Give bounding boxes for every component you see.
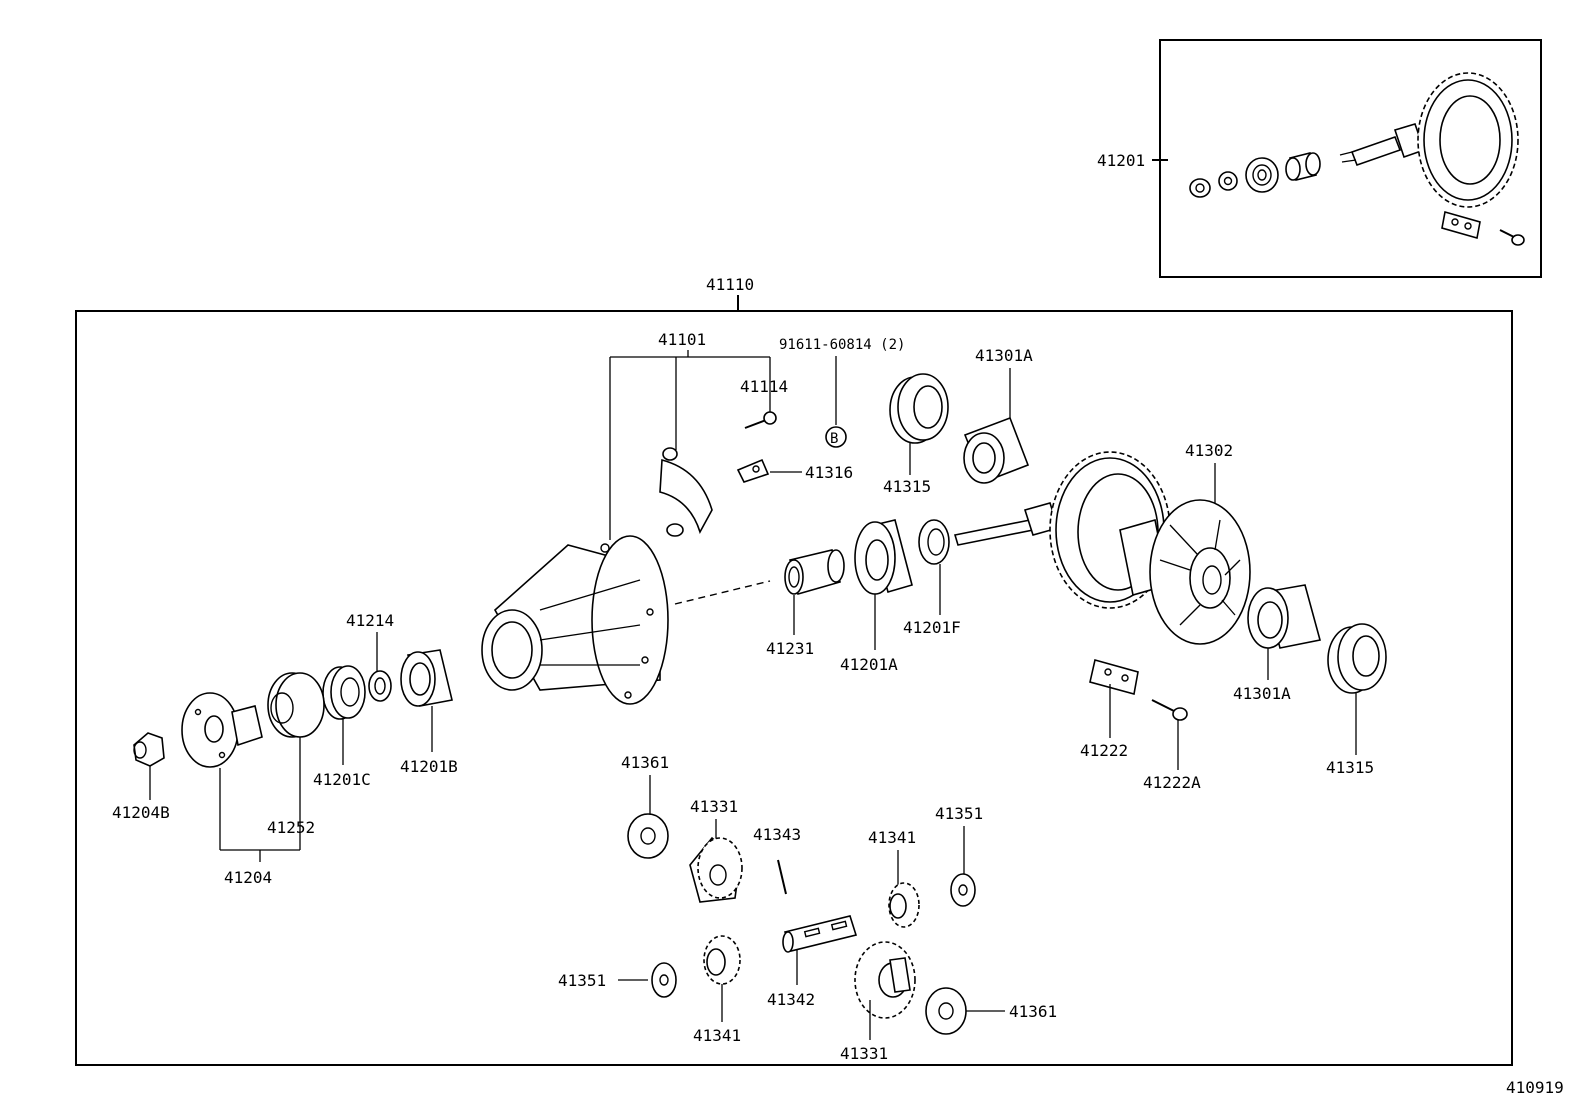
label-41361-top: 41361 bbox=[621, 753, 669, 772]
part-41214-washer[interactable] bbox=[368, 670, 392, 702]
label-41315-top: 41315 bbox=[883, 477, 931, 496]
part-41331-side-gear-top[interactable] bbox=[689, 836, 743, 903]
label-41201B: 41201B bbox=[400, 757, 458, 776]
label-41231: 41231 bbox=[766, 639, 814, 658]
part-41252-dust-deflector[interactable] bbox=[267, 672, 325, 738]
part-41342-pinion-shaft[interactable] bbox=[782, 915, 858, 953]
inset-collar[interactable] bbox=[1285, 152, 1321, 181]
label-91611-60814: 91611-60814 (2) bbox=[779, 337, 905, 353]
diagram-reference-number: 410919 bbox=[1506, 1078, 1564, 1097]
inset-ring-gear[interactable] bbox=[1417, 72, 1519, 208]
main-frame bbox=[75, 310, 1513, 1066]
label-41110: 41110 bbox=[706, 275, 754, 294]
label-41331-bottom: 41331 bbox=[840, 1044, 888, 1063]
label-41302: 41302 bbox=[1185, 441, 1233, 460]
part-41361-thrust-washer-top[interactable] bbox=[627, 813, 669, 859]
label-41201F: 41201F bbox=[903, 618, 961, 637]
label-41342: 41342 bbox=[767, 990, 815, 1009]
inset-washer[interactable] bbox=[1218, 171, 1238, 191]
part-differential-carrier-housing[interactable] bbox=[481, 535, 669, 705]
part-41331-side-gear-bottom[interactable] bbox=[854, 941, 916, 1019]
part-41315-adjusting-nut-top[interactable] bbox=[889, 373, 949, 444]
label-41201C: 41201C bbox=[313, 770, 371, 789]
part-41341-pinion-gear-left[interactable] bbox=[703, 935, 741, 985]
label-41301A-bottom: 41301A bbox=[1233, 684, 1291, 703]
part-41231-spacer[interactable] bbox=[784, 549, 845, 595]
label-41301A-top: 41301A bbox=[975, 346, 1033, 365]
part-41302-differential-case[interactable] bbox=[1119, 499, 1251, 645]
label-41341-right: 41341 bbox=[868, 828, 916, 847]
inset-box-41201: 41201 bbox=[1097, 39, 1542, 278]
inset-bolt[interactable] bbox=[1499, 229, 1525, 246]
inset-bearing[interactable] bbox=[1245, 157, 1279, 193]
part-41301A-bearing-top[interactable] bbox=[963, 416, 1030, 484]
label-41101: 41101 bbox=[658, 330, 706, 349]
label-41351-left: 41351 bbox=[558, 971, 606, 990]
label-41204: 41204 bbox=[224, 868, 272, 887]
label-41316: 41316 bbox=[805, 463, 853, 482]
label-41204B: 41204B bbox=[112, 803, 170, 822]
label-41201-inset: 41201 bbox=[1097, 151, 1145, 170]
label-mark-b: B bbox=[830, 431, 838, 447]
part-41204-companion-flange[interactable] bbox=[181, 692, 263, 768]
label-41331-top: 41331 bbox=[690, 797, 738, 816]
part-41101-bearing-cap[interactable] bbox=[659, 447, 713, 537]
label-41343: 41343 bbox=[753, 825, 801, 844]
label-41351-right: 41351 bbox=[935, 804, 983, 823]
part-41361-thrust-washer-bottom[interactable] bbox=[925, 987, 967, 1035]
mark-circle-b bbox=[825, 426, 847, 448]
part-41316-lock-plate[interactable] bbox=[736, 458, 770, 483]
inset-frame bbox=[1159, 39, 1542, 278]
label-41222A: 41222A bbox=[1143, 773, 1201, 792]
label-41315-bottom: 41315 bbox=[1326, 758, 1374, 777]
label-41222: 41222 bbox=[1080, 741, 1128, 760]
part-41351-washer-left[interactable] bbox=[651, 962, 677, 998]
part-41222A-bolt[interactable] bbox=[1151, 699, 1188, 721]
part-41315-adjusting-nut-bottom[interactable] bbox=[1327, 623, 1387, 694]
inset-bracket[interactable] bbox=[1441, 210, 1481, 240]
label-41341-left: 41341 bbox=[693, 1026, 741, 1045]
label-41361-bottom: 41361 bbox=[1009, 1002, 1057, 1021]
inset-nut[interactable] bbox=[1189, 178, 1211, 198]
part-41343-pin[interactable] bbox=[777, 859, 787, 895]
part-41204B-nut[interactable] bbox=[133, 732, 165, 767]
part-41351-washer-right[interactable] bbox=[950, 873, 976, 907]
part-41114-bolt[interactable] bbox=[744, 411, 777, 429]
part-41201C-oil-seal[interactable] bbox=[322, 665, 366, 720]
part-41301A-bearing-bottom[interactable] bbox=[1247, 584, 1321, 649]
part-41341-pinion-gear-right[interactable] bbox=[888, 882, 920, 928]
part-41201B-bearing[interactable] bbox=[400, 649, 453, 707]
part-41222-lock-plate[interactable] bbox=[1089, 659, 1139, 696]
label-41201A: 41201A bbox=[840, 655, 898, 674]
part-41201F-washer[interactable] bbox=[918, 519, 950, 565]
main-box-41110: 41110 bbox=[75, 275, 1513, 1066]
inset-pinion-shaft[interactable] bbox=[1339, 123, 1426, 167]
label-41114: 41114 bbox=[740, 377, 788, 396]
part-41201A-bearing[interactable] bbox=[854, 519, 913, 595]
label-41252: 41252 bbox=[267, 818, 315, 837]
label-41214: 41214 bbox=[346, 611, 394, 630]
